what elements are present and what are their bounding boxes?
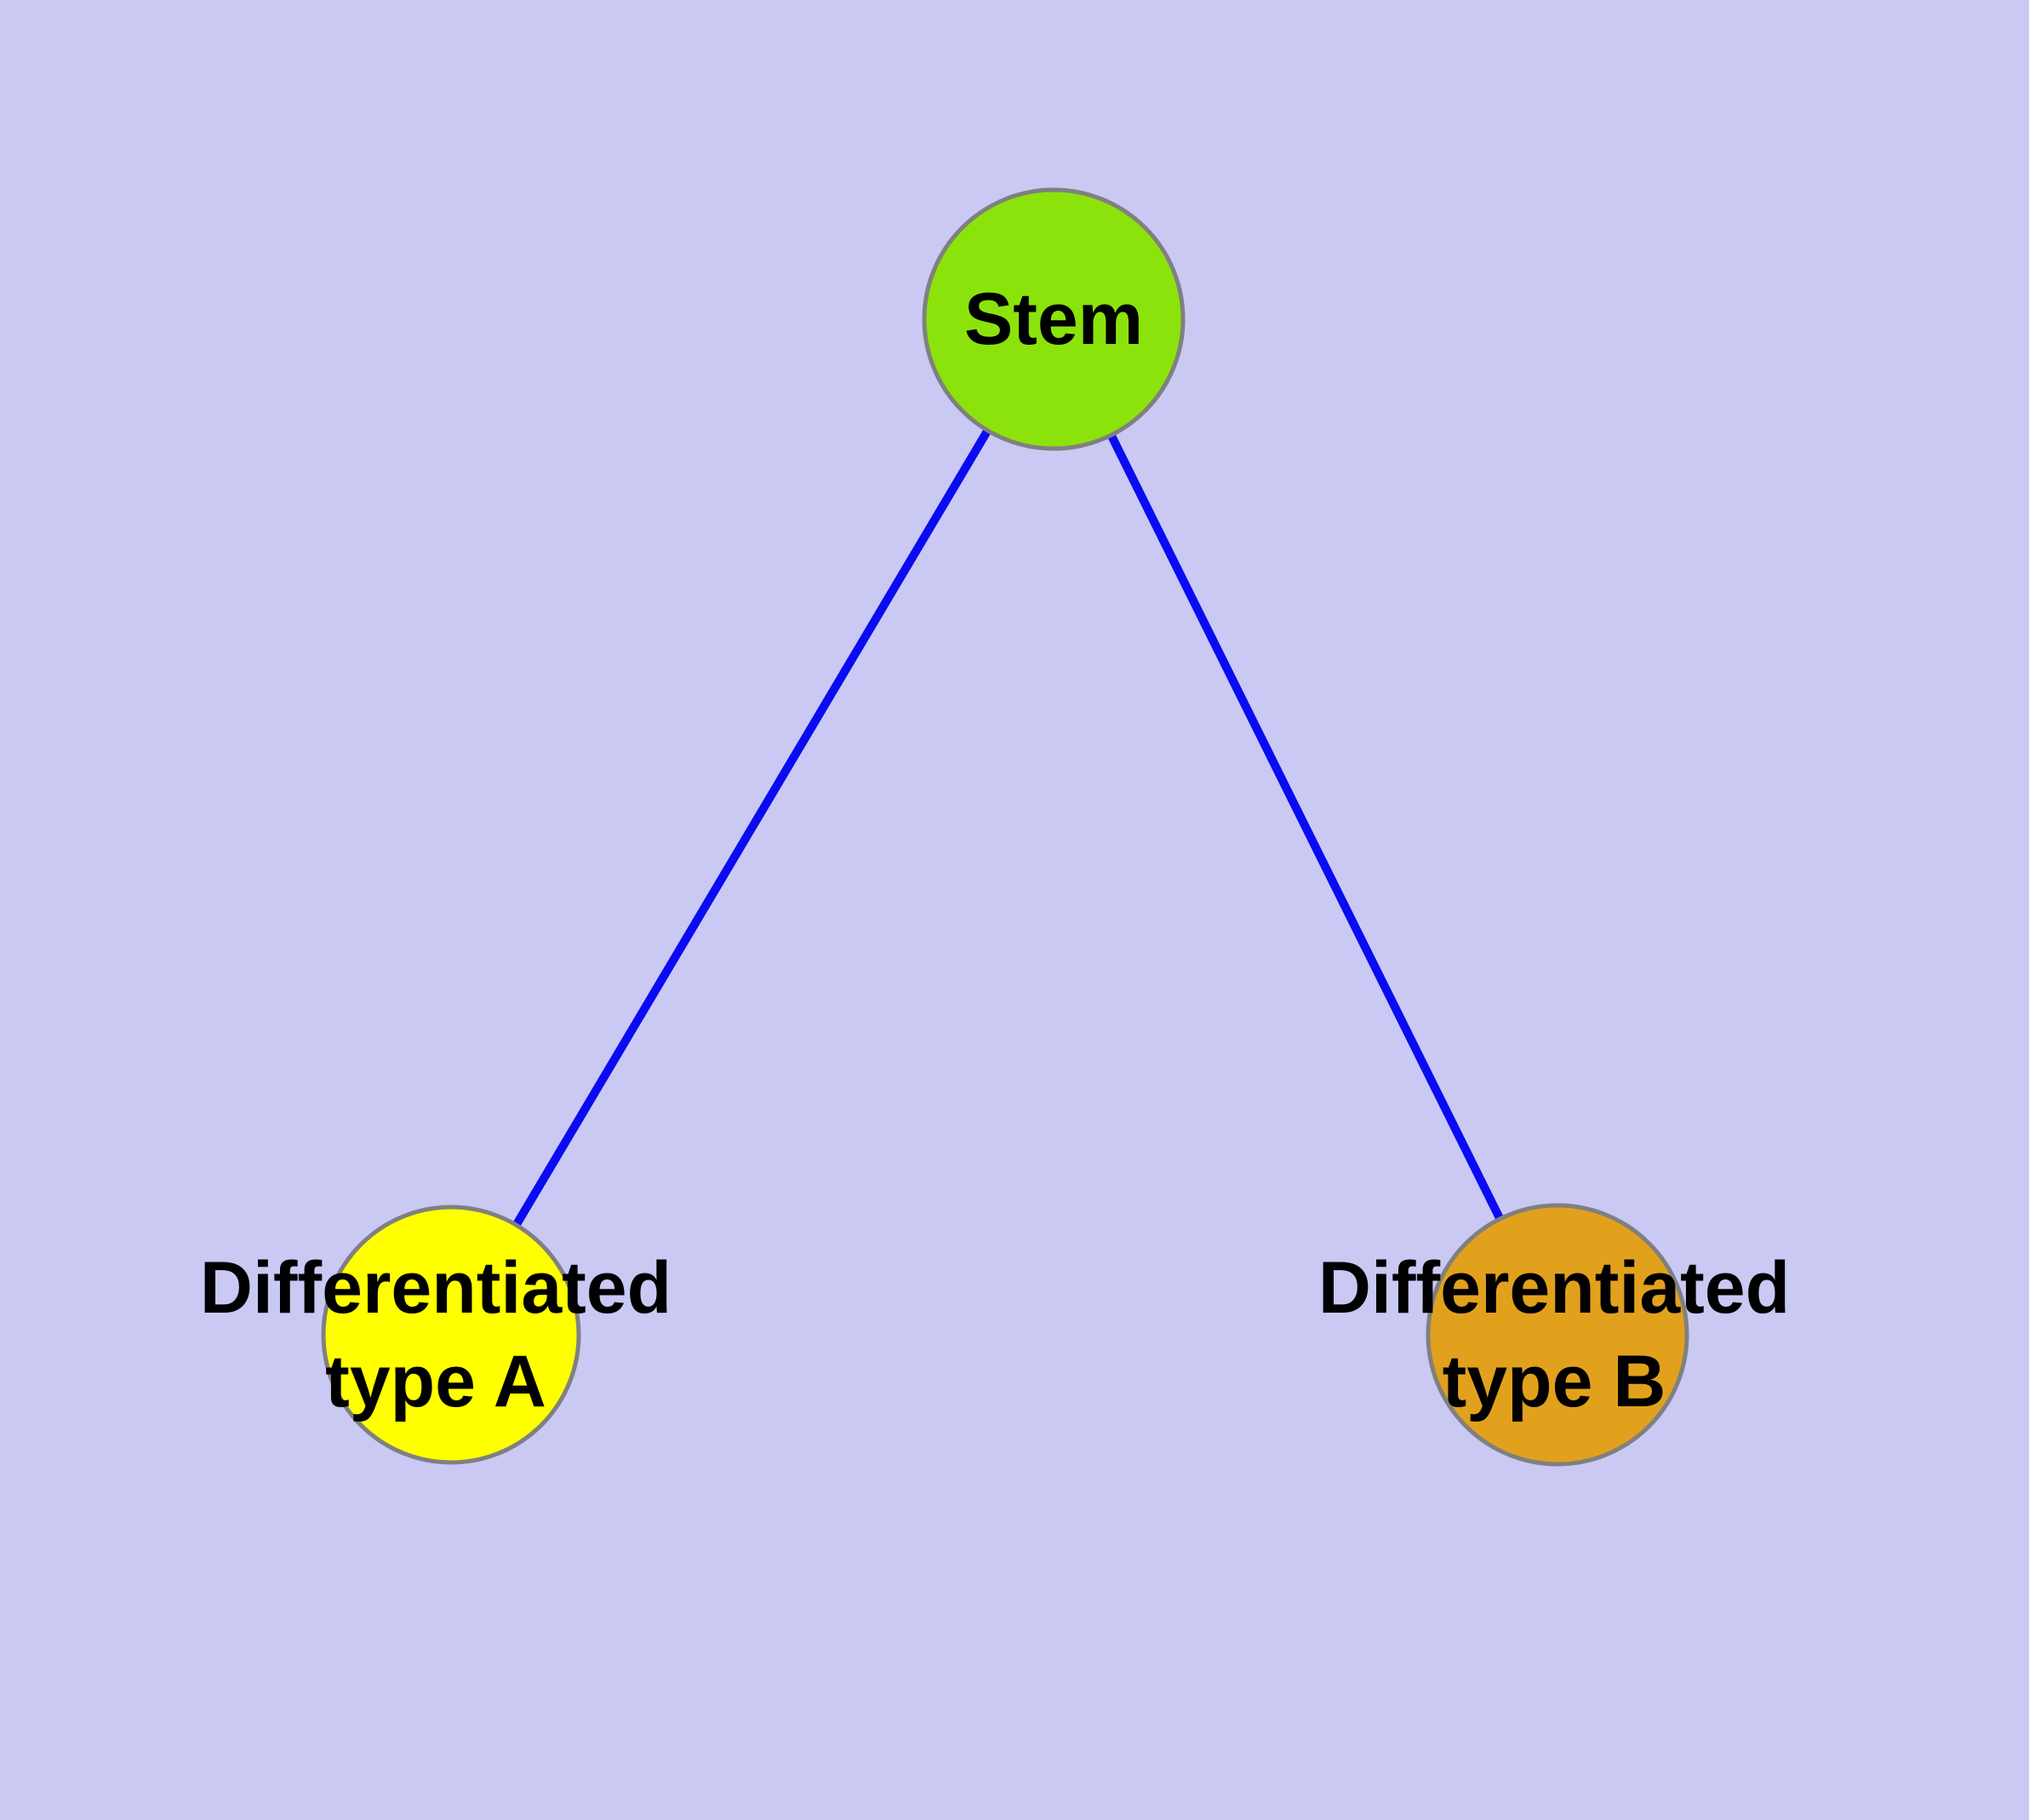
node-type-a-label-line1: Differentiated [199,1247,672,1329]
edge-stem-to-type-a [447,317,1058,1337]
node-type-b-circle [1426,1203,1689,1467]
node-type-a-label: Differentiated type A [200,1241,672,1428]
node-type-b-label-line2: type B [1442,1341,1666,1422]
node-type-a-circle [321,1205,581,1465]
node-stem-label: Stem [964,272,1143,366]
edge-stem-to-type-b [1049,317,1562,1337]
node-type-b-label: Differentiated type B [1318,1241,1790,1428]
node-type-b-label-line1: Differentiated [1317,1247,1791,1329]
node-stem-label-text: Stem [963,278,1144,360]
node-type-a-label-line2: type A [325,1341,546,1422]
node-stem-circle [922,187,1186,451]
